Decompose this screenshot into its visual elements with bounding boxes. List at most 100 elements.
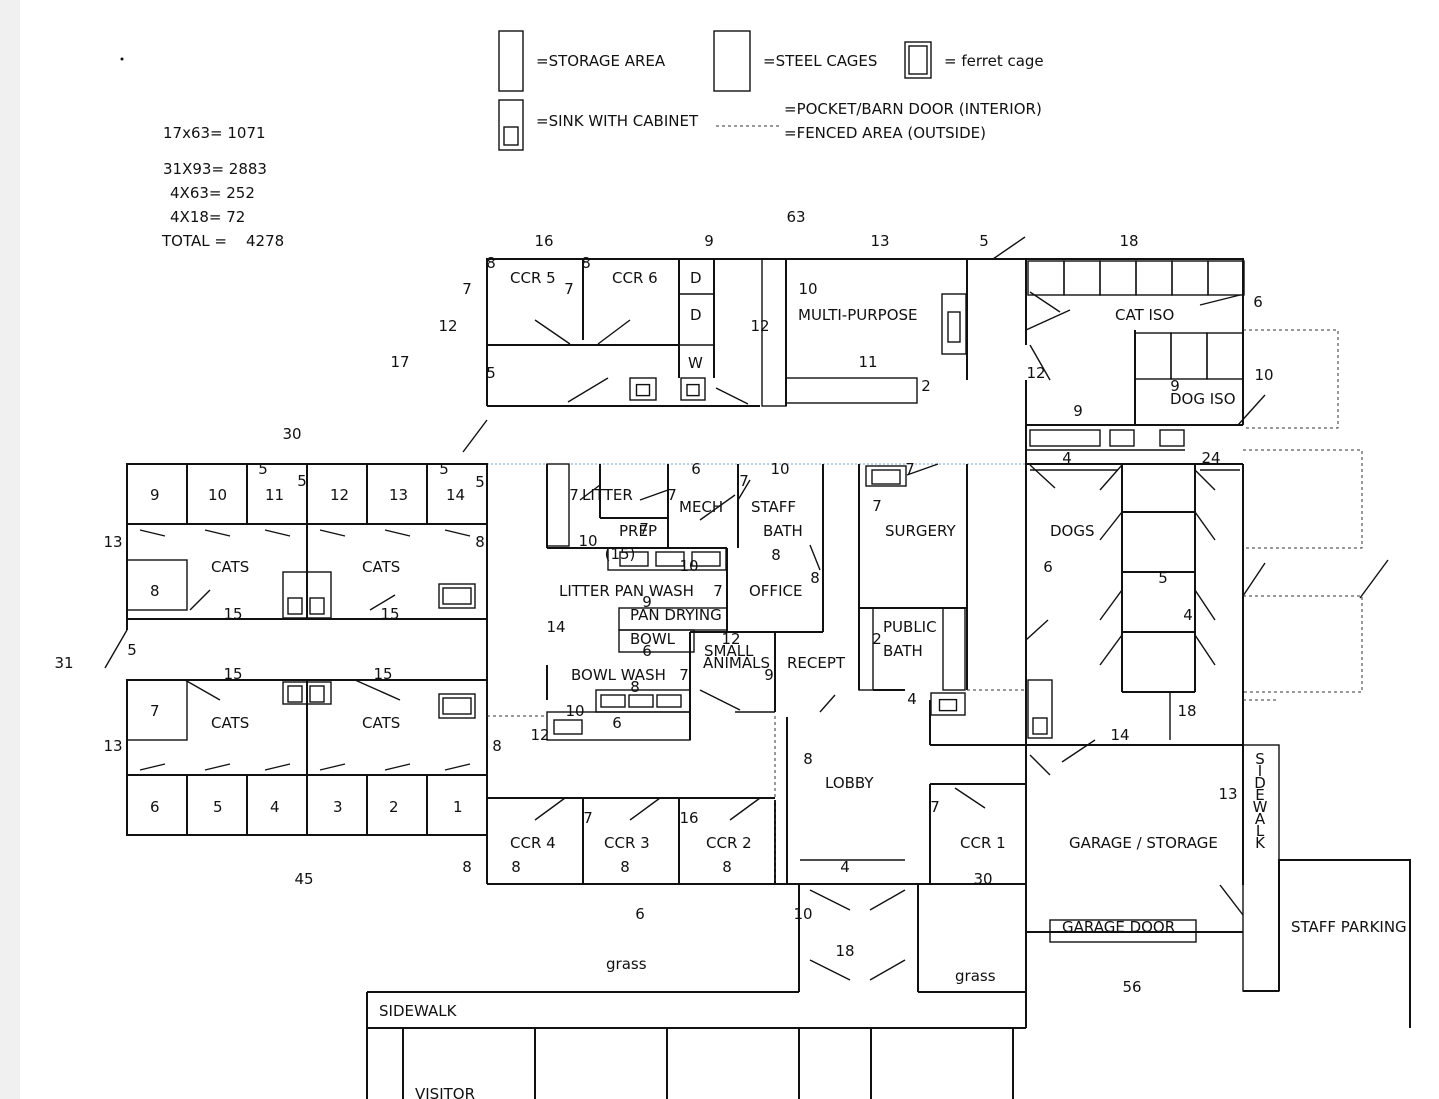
door-swing [319, 529, 346, 537]
steel-cage [1134, 332, 1172, 380]
dimension-label: (15) [605, 545, 636, 563]
room-label-k3: 3 [333, 798, 343, 816]
wall-line [1278, 859, 1411, 1028]
room-label-k5: 5 [213, 798, 223, 816]
storage-area-hatch [761, 258, 787, 407]
dimension-label: 15 [373, 665, 392, 683]
door-swing [1099, 589, 1123, 621]
sink-cabinet [1029, 429, 1101, 447]
dimension-label: 16 [534, 232, 553, 250]
sink-basin [691, 551, 721, 567]
sidewalk-vertical-letter: A [1255, 810, 1266, 828]
door-swing [629, 797, 661, 821]
kennel [126, 559, 188, 611]
dimension-label: 4 [907, 690, 917, 708]
dimension-label: 10 [578, 532, 597, 550]
room-label-k2: 2 [389, 798, 399, 816]
door-swing [1029, 464, 1056, 489]
wall-line [819, 694, 836, 713]
room-label-grass1: grass [606, 955, 647, 973]
room-label-k4: 4 [270, 798, 280, 816]
door-swing [444, 763, 471, 771]
room-label-k12: 12 [330, 486, 349, 504]
dimension-label: 6 [635, 905, 645, 923]
sink-basin [628, 694, 654, 708]
dimension-label: 8 [722, 858, 732, 876]
dimension-label: 6 [1043, 558, 1053, 576]
wall-line [737, 479, 751, 501]
dimension-label: 6 [691, 460, 701, 478]
door-swing [139, 763, 166, 771]
dimension-label: 14 [546, 618, 565, 636]
room-label-dogs: DOGS [1050, 522, 1095, 540]
door-swing [264, 763, 291, 771]
room-label-grass2: grass [955, 967, 996, 985]
room-label-pandry: PAN DRYING [630, 606, 722, 624]
dimension-label: 10 [679, 557, 698, 575]
room-label-dogiso: DOG ISO [1170, 390, 1236, 408]
calc-line: 17x63= 1071 [163, 124, 266, 142]
dimension-label: 7 [583, 809, 593, 827]
sink-basin [947, 311, 961, 343]
dimension-label: 8 [803, 750, 813, 768]
sink-basin [686, 383, 700, 397]
dimension-label: 18 [1119, 232, 1138, 250]
cabinet-door [287, 685, 303, 703]
door-swing [264, 529, 291, 537]
dimension-label: 12 [750, 317, 769, 335]
door-swing [1194, 589, 1216, 621]
fenced-area [1243, 449, 1363, 549]
legend-ferret-text: = ferret cage [944, 52, 1044, 70]
room-label-k8: 8 [150, 582, 160, 600]
room-label-ccr4: CCR 4 [510, 834, 556, 852]
cabinet [282, 681, 332, 705]
room-label-lpwash: LITTER PAN WASH [559, 582, 694, 600]
room-label-small: SMALL [704, 642, 754, 660]
dimension-label: 5 [1158, 569, 1168, 587]
room-label-staff: STAFF [751, 498, 796, 516]
sink-cabinet [607, 547, 727, 571]
door-swing [384, 763, 411, 771]
dot-mark [120, 57, 124, 61]
door-swing [369, 594, 396, 611]
ferret-cage [438, 693, 476, 719]
wall-line [1359, 559, 1389, 599]
room-label-surgery: SURGERY [885, 522, 956, 540]
dimension-label: 9 [1170, 377, 1180, 395]
dimension-label: 15 [223, 605, 242, 623]
sink-basin [600, 694, 626, 708]
dimension-label: 8 [771, 546, 781, 564]
storage-area-hatch [785, 377, 918, 404]
door-swing [534, 797, 566, 821]
wall-line [809, 959, 851, 981]
dimension-label: 63 [786, 208, 805, 226]
dimension-label: 10 [770, 460, 789, 478]
dimension-label: 13 [103, 737, 122, 755]
sink-cabinet [1109, 429, 1135, 447]
dimension-label: 5 [258, 460, 268, 478]
fenced-area [1243, 329, 1339, 429]
door-swing [1099, 511, 1123, 541]
dimension-label: 7 [569, 486, 579, 504]
dimension-label: 10 [793, 905, 812, 923]
room-label-prep: PREP [619, 522, 657, 540]
room-label-bowl: BOWL [630, 630, 676, 648]
dimension-label: 8 [462, 858, 472, 876]
fenced-area [1243, 595, 1363, 693]
dimension-label: 9 [704, 232, 714, 250]
steel-cage [1171, 260, 1209, 296]
wall-line [699, 494, 736, 521]
sink-basin [619, 551, 649, 567]
sink-cabinet [1027, 679, 1053, 739]
wall-line [1199, 294, 1241, 306]
dimension-label: 6 [642, 642, 652, 660]
dimension-label: 6 [1253, 293, 1263, 311]
room-label-catiso: CAT ISO [1115, 306, 1174, 324]
room-label-ccr2: CCR 2 [706, 834, 752, 852]
counter [546, 711, 691, 741]
room-label-multi: MULTI-PURPOSE [798, 306, 918, 324]
legend-storage-text: =STORAGE AREA [536, 52, 666, 70]
dimension-label: 11 [858, 353, 877, 371]
ferret-cage-inner [442, 697, 472, 715]
room-label-litter: LITTER [582, 486, 633, 504]
